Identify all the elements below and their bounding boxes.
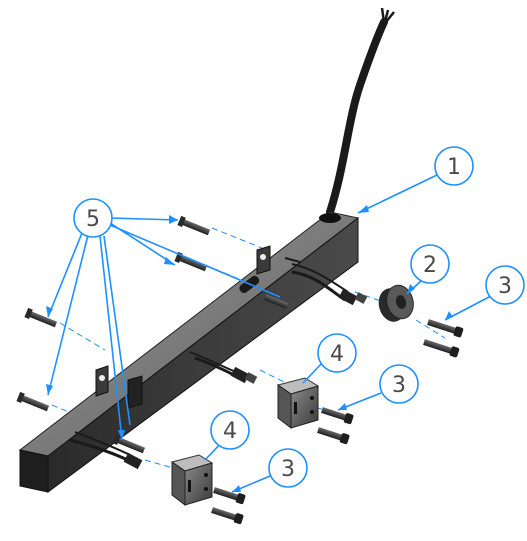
bracket [95, 365, 109, 397]
connector [123, 288, 368, 470]
callout-3: 3 [379, 364, 419, 404]
anchor-fastener [177, 215, 211, 236]
anchor-fastener [112, 433, 146, 454]
callout-1: 1 [434, 146, 474, 186]
svg-text:4: 4 [223, 419, 237, 444]
callout-2: 2 [410, 244, 450, 284]
svg-text:5: 5 [86, 207, 100, 232]
leader-lines [47, 174, 492, 493]
cap-screw [423, 339, 460, 358]
callout-4: 4 [317, 333, 357, 373]
callout-5: 5 [73, 198, 113, 238]
svg-text:3: 3 [392, 373, 406, 398]
leader-arrowheads [46, 205, 453, 492]
svg-text:3: 3 [498, 274, 512, 299]
callout-3: 3 [485, 265, 525, 305]
cap-screw [213, 487, 246, 505]
cap-screw [211, 507, 244, 525]
callout-4: 4 [210, 410, 250, 450]
bracket [256, 245, 271, 275]
svg-text:1: 1 [447, 155, 461, 180]
svg-text:4: 4 [330, 342, 344, 367]
alignment-lines [51, 227, 446, 498]
cable [326, 7, 395, 216]
mounting-block [170, 454, 214, 507]
svg-text:2: 2 [423, 253, 437, 278]
bracket [127, 375, 143, 409]
callout-3: 3 [268, 448, 308, 488]
mounting-block [276, 377, 320, 430]
rail-body [18, 211, 360, 493]
cap-screw [321, 407, 354, 425]
svg-text:3: 3 [281, 457, 295, 482]
anchor-fastener [24, 307, 58, 328]
anchor-fastener [16, 391, 50, 412]
cap-screw [427, 319, 464, 338]
anchor-fastener [263, 294, 289, 309]
cap-screw [317, 427, 350, 445]
